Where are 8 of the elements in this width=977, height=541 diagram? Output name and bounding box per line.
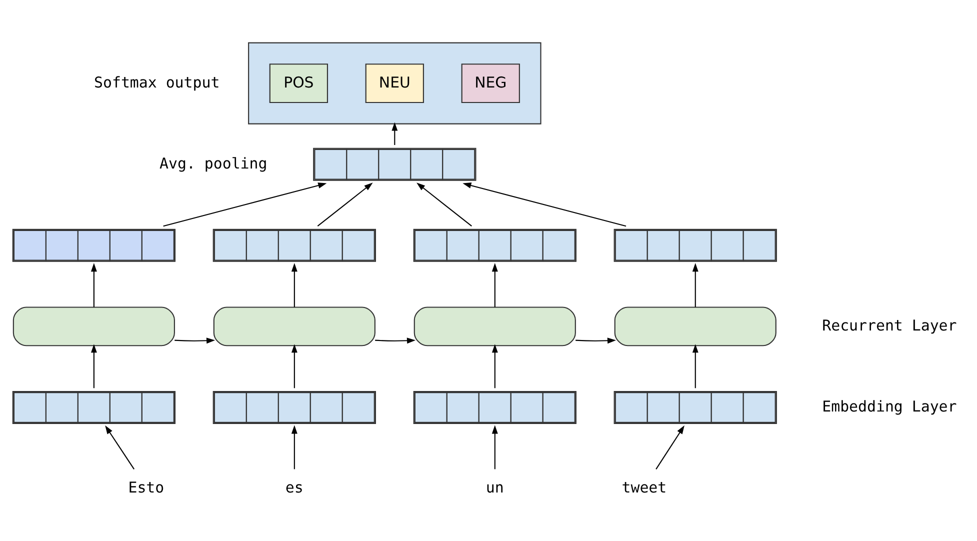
label: Softmax output: [94, 72, 220, 91]
label: Avg. pooling: [160, 154, 268, 172]
node-text: es: [285, 478, 304, 496]
node-text: Esto: [128, 478, 164, 496]
label: Recurrent Layer: [822, 316, 957, 334]
node-text: tweet: [622, 478, 667, 496]
node-text: un: [486, 478, 504, 496]
label: Embedding Layer: [822, 396, 957, 415]
